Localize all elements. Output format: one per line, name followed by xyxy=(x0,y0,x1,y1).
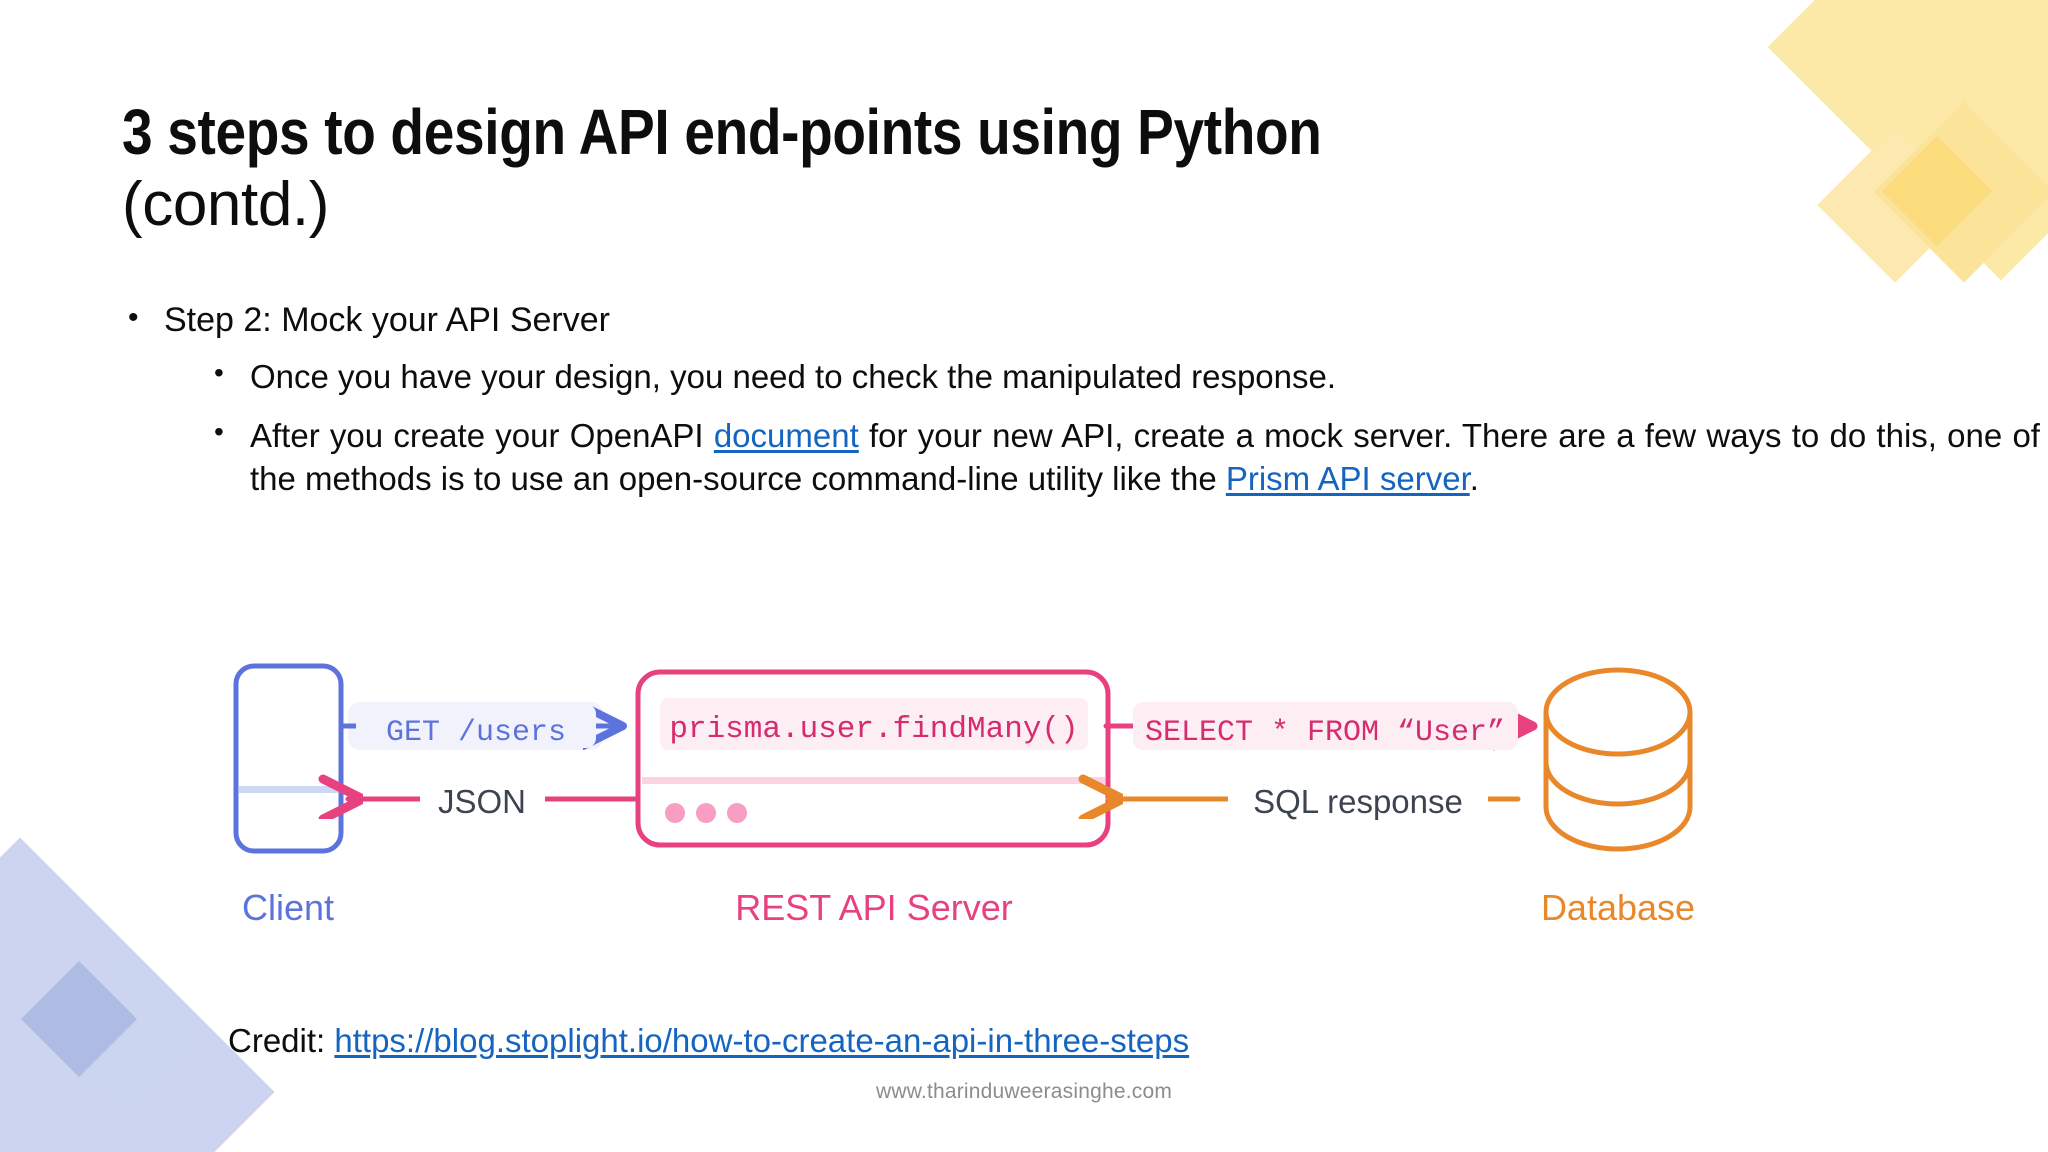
footer-watermark: www.tharinduweerasinghe.com xyxy=(875,1080,1173,1103)
server-divider xyxy=(642,777,1105,784)
bullet-sub-2-text-1: After you create your OpenAPI xyxy=(250,417,714,454)
sql-label-background xyxy=(1133,702,1518,750)
prism-api-server-link[interactable]: Prism API server xyxy=(1225,459,1470,497)
server-caption: REST API Server xyxy=(735,887,1012,928)
request-label-pill xyxy=(356,704,596,748)
client-device-icon xyxy=(233,663,344,854)
credit-line: Credit: https://blog.stoplight.io/how-to… xyxy=(228,1022,1189,1060)
response-arrow-server-to-client: JSON xyxy=(348,776,641,822)
bullet-sub-1: • Once you have your design, you need to… xyxy=(122,356,1982,399)
credit-label: Credit: xyxy=(228,1022,335,1059)
page-title-line-1: 3 steps to design API end-points using P… xyxy=(122,95,1322,168)
bullet-sub-2-text-2: for your new API, create a mock server. … xyxy=(250,417,2040,497)
response-label-client: JSON xyxy=(438,783,526,820)
client-caption: Client xyxy=(242,887,334,928)
request-arrow-server-to-db: SELECT * FROM “User” xyxy=(1103,702,1528,750)
bullet-marker-icon: • xyxy=(128,301,139,334)
architecture-diagram: GET /users JSON prisma.user.findMany() xyxy=(228,662,1848,952)
rest-api-server-node: prisma.user.findMany() xyxy=(635,669,1111,848)
response-label-mask xyxy=(420,776,545,822)
database-caption: Database xyxy=(1541,887,1695,928)
credit-source-link[interactable]: https://blog.stoplight.io/how-to-create-… xyxy=(334,1022,1190,1059)
request-arrow-client-to-server: GET /users xyxy=(338,702,618,750)
page-title: 3 steps to design API end-points using P… xyxy=(122,99,1622,238)
bullet-marker-icon: • xyxy=(214,416,224,447)
loading-dots-icon xyxy=(665,803,747,823)
database-node xyxy=(1543,667,1693,852)
database-section-1 xyxy=(1543,712,1693,807)
code-snippet-label: prisma.user.findMany() xyxy=(669,712,1078,747)
sql-response-label: SQL response xyxy=(1253,783,1463,820)
bullet-main-label: Step 2: Mock your API Server xyxy=(164,301,610,339)
response-arrow-db-to-server: SQL response xyxy=(1108,776,1521,822)
database-cylinder-icon xyxy=(1543,667,1693,757)
bullet-sub-2-text-3: . xyxy=(1469,459,1479,497)
bullet-sub-2: • After you create your OpenAPI document… xyxy=(122,415,2040,501)
code-snippet-background xyxy=(660,698,1088,750)
bullet-main: • Step 2: Mock your API Server xyxy=(122,300,1982,340)
sql-query-label: SELECT * FROM “User” xyxy=(1145,716,1505,750)
request-label-client: GET /users xyxy=(386,716,566,750)
client-node xyxy=(233,663,344,854)
page-title-line-2: (contd.) xyxy=(122,170,329,240)
sql-response-label-mask xyxy=(1228,776,1488,822)
bullet-list: • Step 2: Mock your API Server • Once yo… xyxy=(122,300,2040,501)
bullet-marker-icon: • xyxy=(214,357,224,389)
database-section-2 xyxy=(1543,757,1693,852)
bullet-sub-1-label: Once you have your design, you need to c… xyxy=(250,358,1337,396)
client-divider xyxy=(239,786,338,793)
document-link[interactable]: document xyxy=(713,417,859,454)
